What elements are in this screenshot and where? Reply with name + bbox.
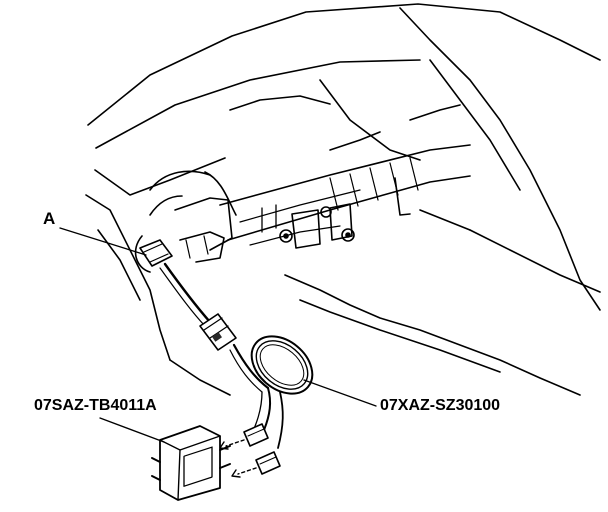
tester-box bbox=[151, 425, 231, 501]
callout-tester: 07SAZ-TB4011A bbox=[34, 397, 157, 414]
harness-coil bbox=[229, 335, 314, 449]
connector-a bbox=[134, 235, 173, 273]
wiring-bracket bbox=[149, 170, 237, 263]
callout-harness: 07XAZ-SZ30100 bbox=[380, 397, 501, 414]
steering-column-assembly bbox=[219, 104, 471, 249]
harness-cable bbox=[159, 262, 212, 327]
inline-connector bbox=[199, 313, 237, 351]
harness-plugs bbox=[219, 423, 281, 478]
callout-a-leader bbox=[59, 227, 147, 256]
callout-a: A bbox=[43, 209, 56, 228]
callout-tester-leader bbox=[99, 417, 165, 443]
callout-harness-leader bbox=[303, 379, 377, 407]
plug-arrow-lower bbox=[237, 467, 257, 475]
plug-arrow-upper bbox=[225, 439, 245, 447]
vehicle-body bbox=[85, 3, 601, 396]
